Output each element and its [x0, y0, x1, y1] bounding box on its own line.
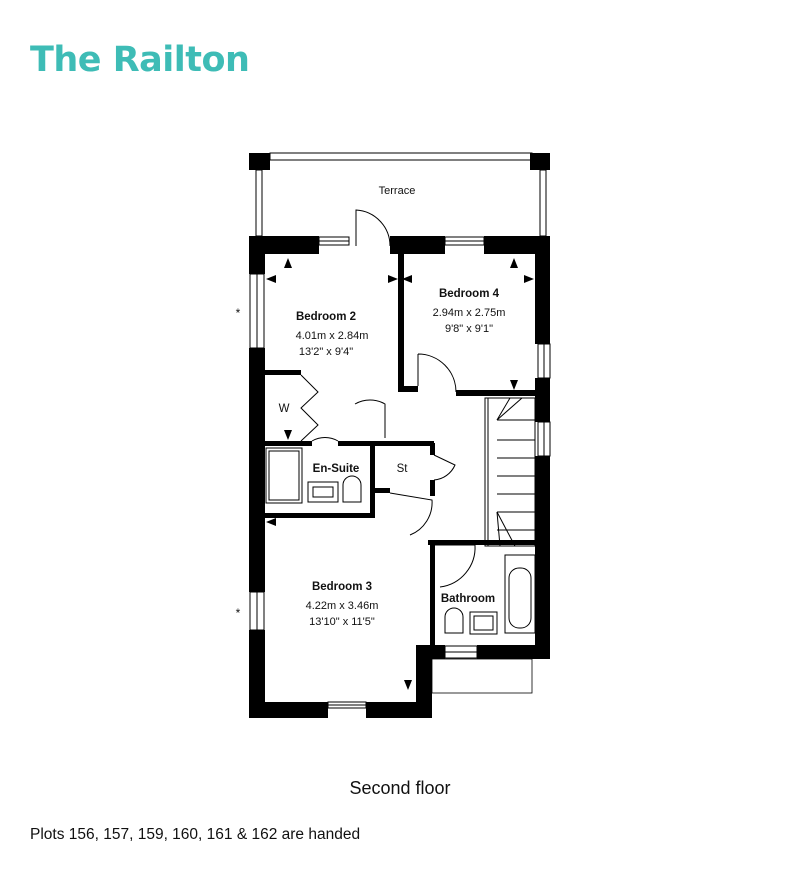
- floor-label: Second floor: [349, 778, 451, 798]
- bedroom3-name: Bedroom 3: [312, 581, 372, 593]
- bedroom3-imperial: 13'10" x 11'5": [309, 616, 375, 628]
- interior-walls: [263, 254, 536, 648]
- fixtures: [265, 447, 536, 635]
- bedroom2-name: Bedroom 2: [296, 311, 356, 323]
- page-title: The Railton: [30, 40, 250, 80]
- window-asterisk-lower: *: [236, 606, 241, 620]
- terrace-label: Terrace: [379, 185, 416, 197]
- bedroom2-imperial: 13'2" x 9'4": [299, 346, 353, 358]
- staircase: [484, 397, 536, 547]
- windows: [249, 236, 551, 709]
- bathroom-label: Bathroom: [441, 593, 495, 605]
- wardrobe-label: W: [279, 403, 290, 415]
- bedroom2-metric: 4.01m x 2.84m: [296, 330, 369, 342]
- bedroom4-imperial: 9'8" x 9'1": [445, 323, 493, 335]
- bedroom3-metric: 4.22m x 3.46m: [306, 600, 379, 612]
- exterior-walls: [249, 236, 550, 718]
- terrace-post-left: [249, 153, 270, 170]
- bedroom4-metric: 2.94m x 2.75m: [433, 307, 506, 319]
- handed-plots-note: Plots 156, 157, 159, 160, 161 & 162 are …: [30, 826, 361, 843]
- lower-outline: [431, 658, 533, 694]
- bedroom4-name: Bedroom 4: [439, 288, 500, 300]
- floor-plan: Terrace Bedroom 2 4.01m x 2.84m 13'2" x …: [236, 152, 551, 718]
- dimension-arrows: [266, 258, 534, 690]
- room-labels: Terrace Bedroom 2 4.01m x 2.84m 13'2" x …: [236, 185, 506, 628]
- window-asterisk-upper: *: [236, 306, 241, 320]
- doors: [300, 209, 476, 588]
- ensuite-label: En-Suite: [313, 463, 360, 475]
- store-label: St: [397, 463, 409, 475]
- terrace-post-right: [530, 153, 550, 170]
